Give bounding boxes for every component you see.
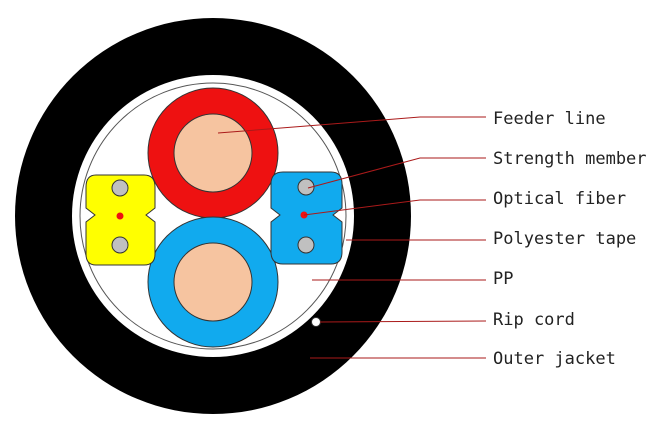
polyester-tape-ring bbox=[79, 82, 347, 350]
label-optical-fiber: Optical fiber bbox=[493, 189, 626, 209]
strength-member-yellow-bottom bbox=[111, 236, 129, 254]
leader-feeder-line bbox=[217, 116, 486, 134]
rip-cord-shape bbox=[311, 317, 321, 327]
strength-member-yellow-top bbox=[111, 179, 129, 197]
fiber-unit-yellow bbox=[85, 174, 156, 266]
label-strength-member: Strength member bbox=[493, 149, 647, 169]
strength-member-blue-bottom bbox=[297, 236, 315, 254]
label-pp: PP bbox=[493, 269, 513, 289]
leader-strength-member bbox=[307, 157, 486, 189]
label-outer-jacket: Outer jacket bbox=[493, 349, 616, 369]
feeder-line-red-conductor bbox=[173, 113, 253, 193]
strength-member-blue-top bbox=[297, 178, 315, 196]
fiber-unit-blue bbox=[270, 171, 343, 265]
leader-rip-cord bbox=[319, 320, 487, 323]
optical-fiber-yellow bbox=[116, 212, 124, 220]
feeder-line-blue-conductor bbox=[173, 242, 253, 322]
label-polyester-tape: Polyester tape bbox=[493, 229, 636, 249]
leader-lines bbox=[217, 116, 487, 359]
label-rip-cord: Rip cord bbox=[493, 310, 575, 330]
label-feeder-line: Feeder line bbox=[493, 109, 606, 129]
leader-optical-fiber bbox=[303, 199, 486, 216]
